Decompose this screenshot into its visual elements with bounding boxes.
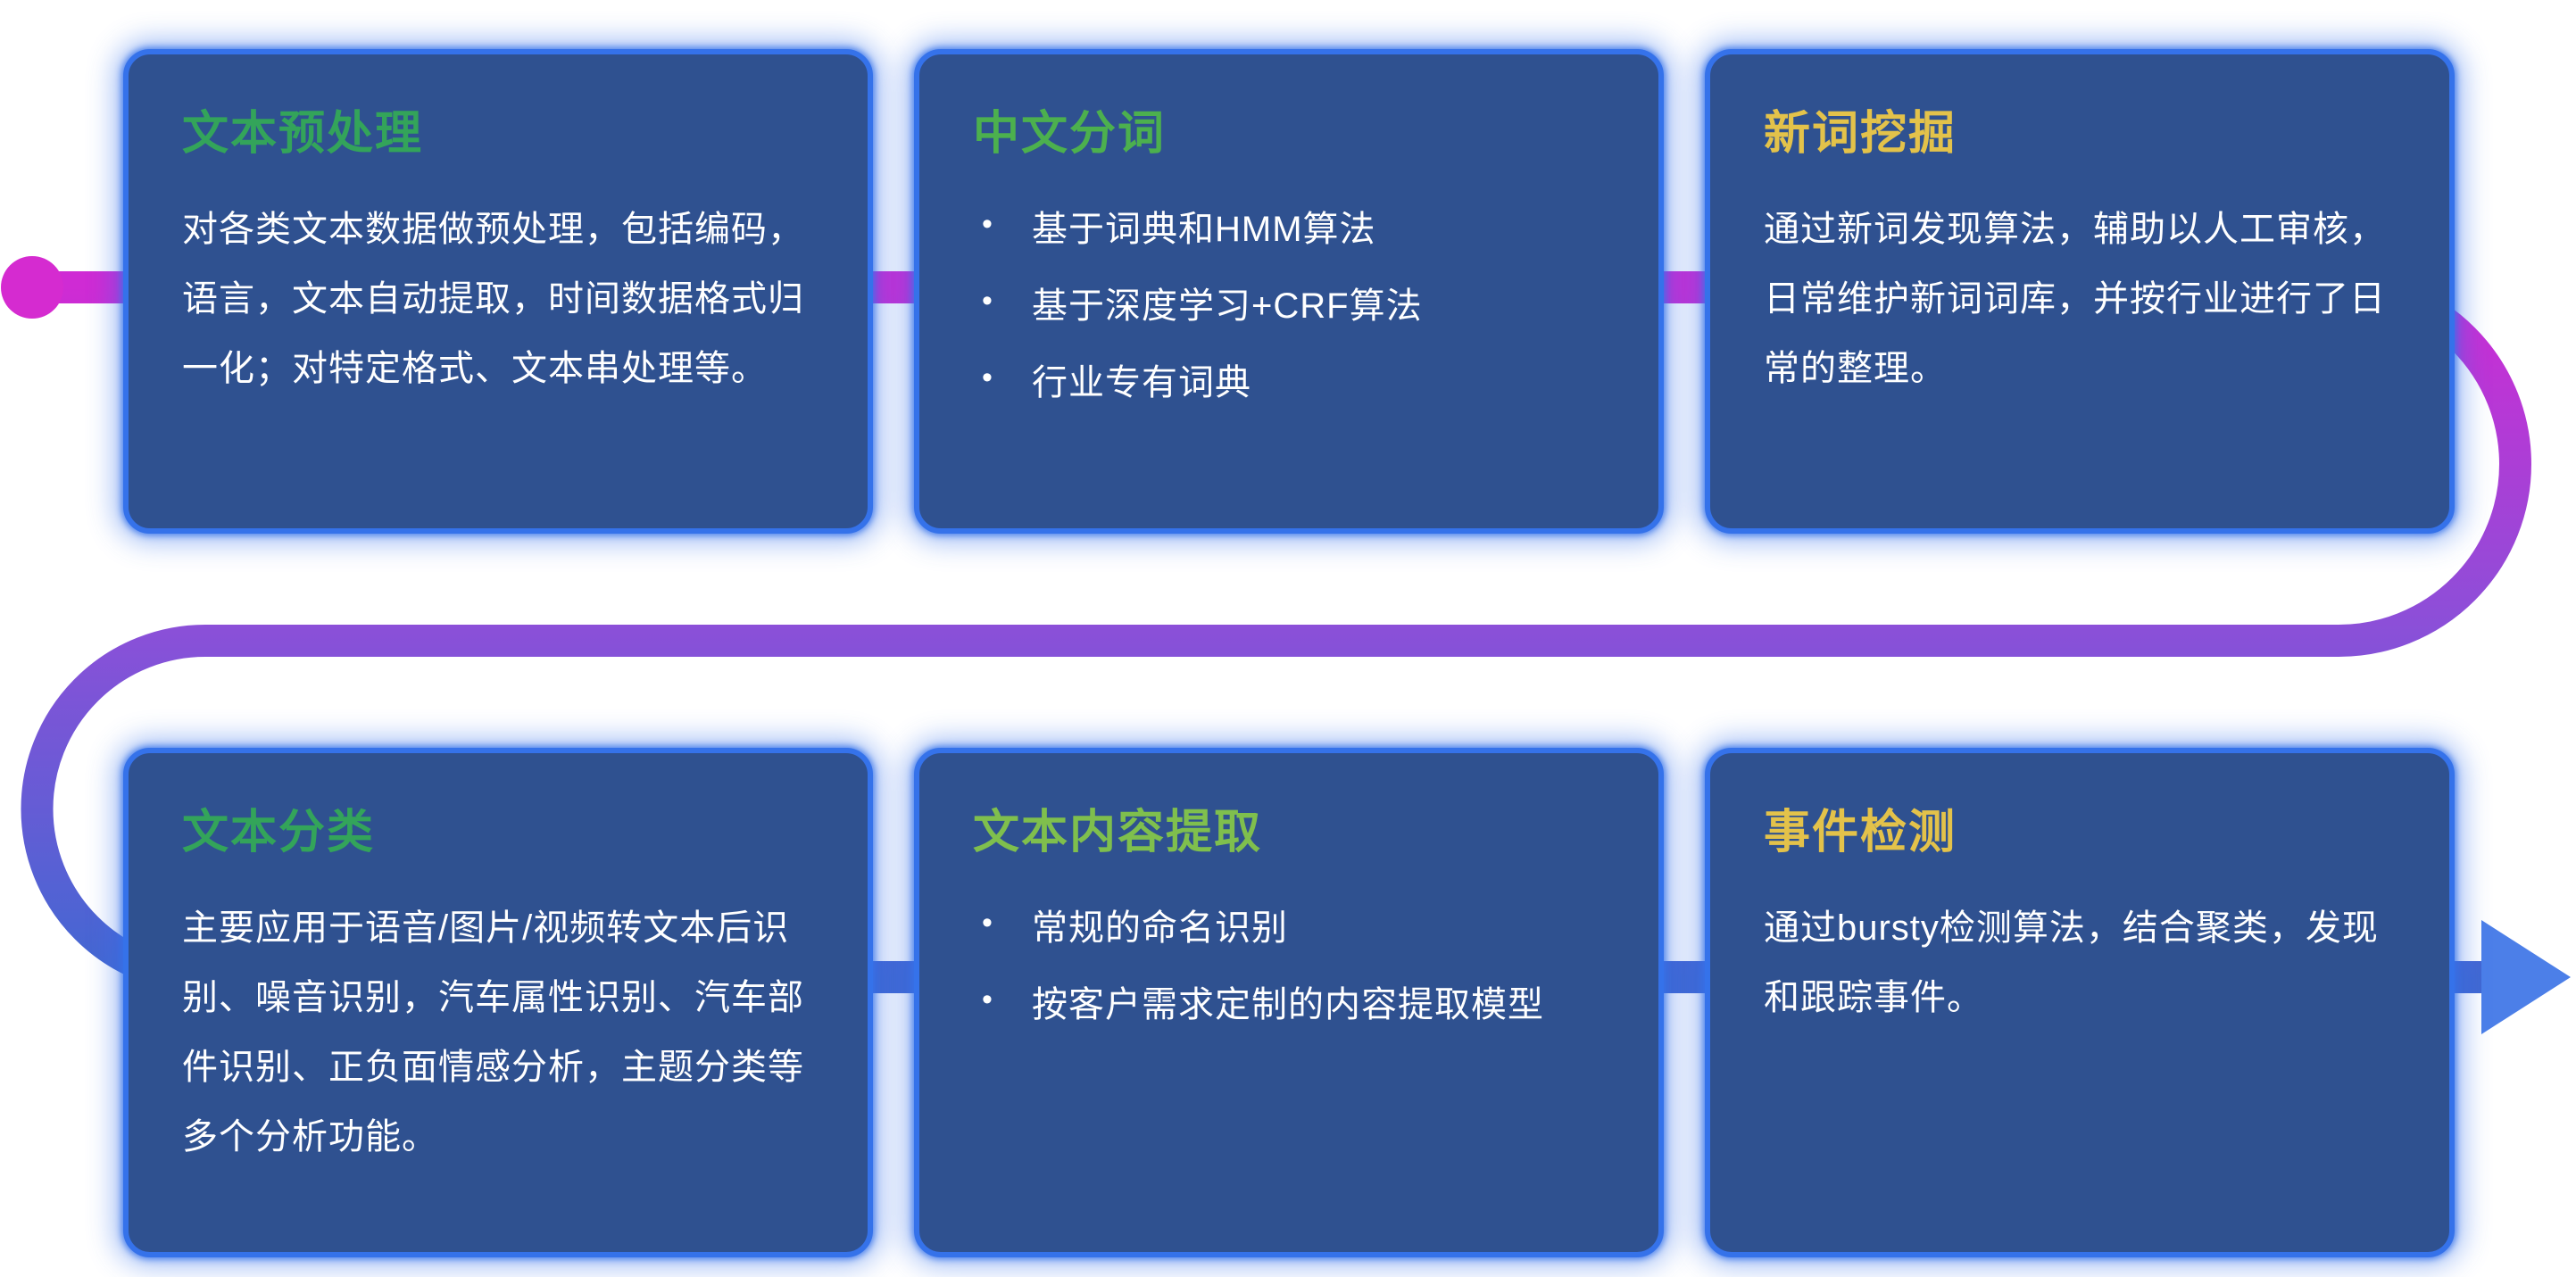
card-text-preprocessing: 文本预处理 对各类文本数据做预处理，包括编码，语言，文本自动提取，时间数据格式归… [123,49,873,534]
card-event-detection: 事件检测 通过bursty检测算法，结合聚类，发现和跟踪事件。 [1705,748,2455,1257]
card-chinese-word-segmentation: 中文分词 基于词典和HMM算法 基于深度学习+CRF算法 行业专有词典 [914,49,1664,534]
bullet-item: 基于深度学习+CRF算法 [973,271,1605,341]
bullet-item: 按客户需求定制的内容提取模型 [973,970,1605,1040]
card-bullet-list: 常规的命名识别 按客户需求定制的内容提取模型 [973,893,1605,1040]
card-text-classification: 文本分类 主要应用于语音/图片/视频转文本后识别、噪音识别，汽车属性识别、汽车部… [123,748,873,1257]
flow-start-dot-icon [1,256,63,319]
card-title: 文本分类 [182,807,376,858]
card-paragraph: 对各类文本数据做预处理，包括编码，语言，文本自动提取，时间数据格式归一化；对特定… [182,210,804,388]
card-paragraph: 通过bursty检测算法，结合聚类，发现和跟踪事件。 [1764,908,2379,1017]
card-title: 文本内容提取 [973,807,1263,858]
card-title: 事件检测 [1764,807,1957,858]
bullet-item: 行业专有词典 [973,348,1605,418]
card-bullet-list: 基于词典和HMM算法 基于深度学习+CRF算法 行业专有词典 [973,195,1605,418]
bullet-item: 基于词典和HMM算法 [973,195,1605,264]
flow-path [21,271,2531,993]
card-title: 中文分词 [973,108,1167,160]
pipeline-row-top: 文本预处理 对各类文本数据做预处理，包括编码，语言，文本自动提取，时间数据格式归… [123,49,2455,534]
card-new-word-mining: 新词挖掘 通过新词发现算法，辅助以人工审核，日常维护新词词库，并按行业进行了日常… [1705,49,2455,534]
card-title: 文本预处理 [182,108,424,160]
card-title: 新词挖掘 [1764,108,1957,160]
flow-arrowhead-icon [2481,920,2571,1034]
card-paragraph: 主要应用于语音/图片/视频转文本后识别、噪音识别，汽车属性识别、汽车部件识别、正… [182,908,804,1157]
card-text-content-extraction: 文本内容提取 常规的命名识别 按客户需求定制的内容提取模型 [914,748,1664,1257]
card-paragraph: 通过新词发现算法，辅助以人工审核，日常维护新词词库，并按行业进行了日常的整理。 [1764,210,2386,388]
pipeline-row-bottom: 文本分类 主要应用于语音/图片/视频转文本后识别、噪音识别，汽车属性识别、汽车部… [123,748,2455,1257]
bullet-item: 常规的命名识别 [973,893,1605,963]
